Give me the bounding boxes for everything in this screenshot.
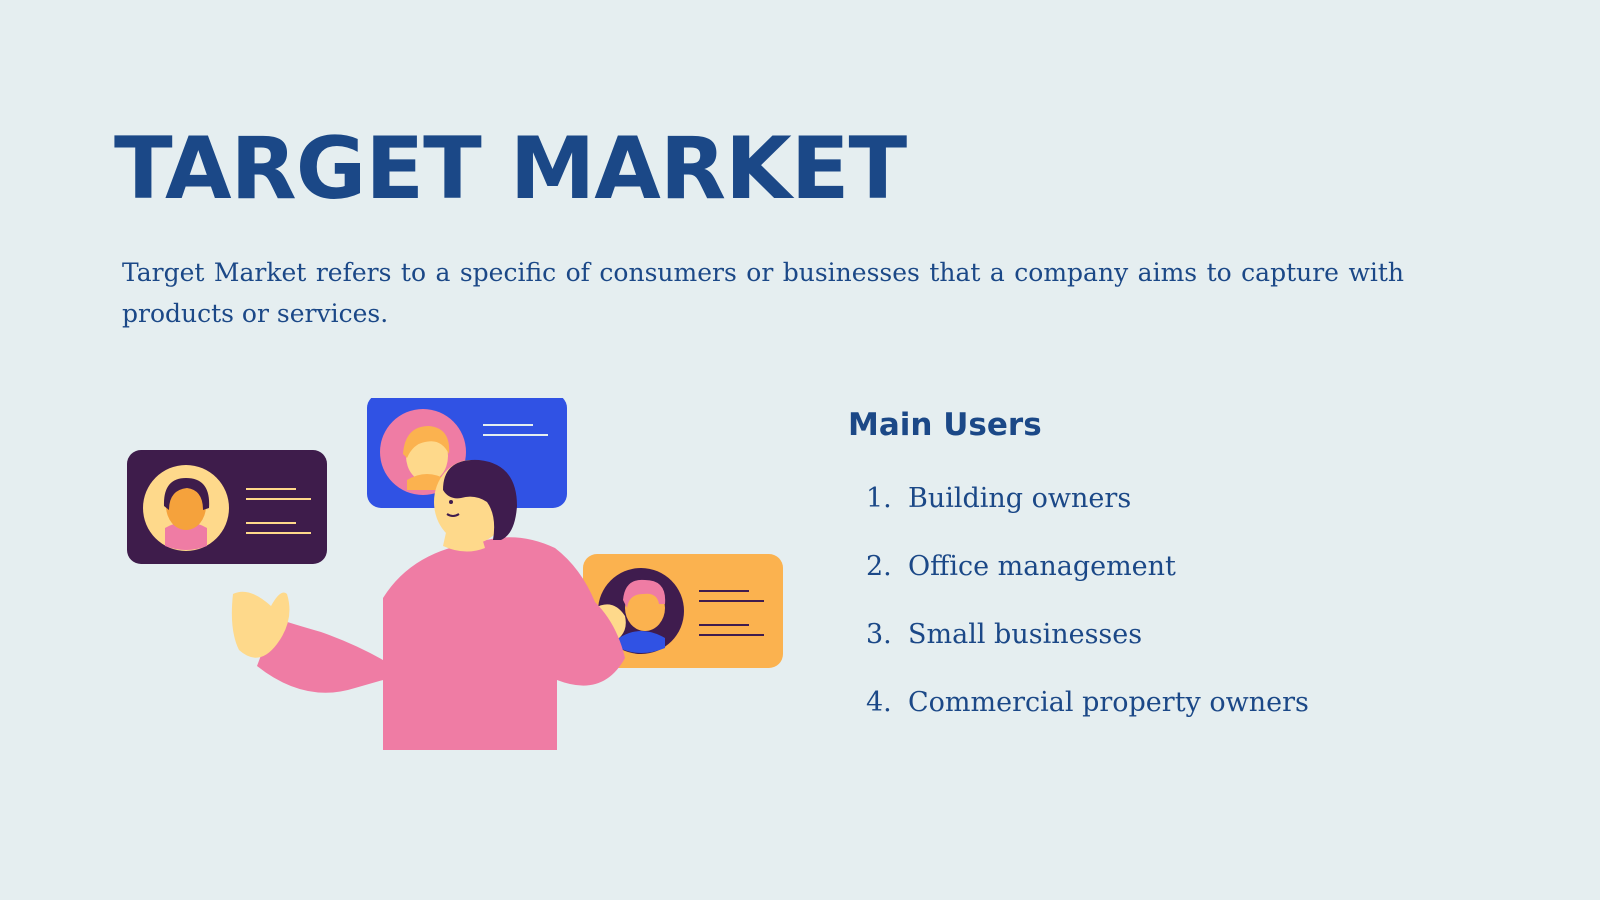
main-users-list: 1. Building owners 2. Office management 3.… — [866, 482, 1309, 754]
list-item-label: Office management — [908, 551, 1176, 582]
profile-card-purple — [127, 450, 327, 564]
list-item-label: Small businesses — [908, 619, 1143, 650]
list-item: 1. Building owners — [866, 482, 1309, 550]
list-item-number: 1. — [866, 483, 892, 514]
person-with-profile-cards-illustration — [127, 398, 783, 750]
list-item: 4. Commercial property owners — [866, 686, 1309, 754]
list-item: 3. Small businesses — [866, 618, 1309, 686]
profile-card-blue — [367, 398, 567, 508]
list-item-label: Building owners — [908, 483, 1132, 514]
list-item: 2. Office management — [866, 550, 1309, 618]
list-item-number: 3. — [866, 619, 892, 650]
person-figure — [231, 459, 626, 750]
list-item-number: 2. — [866, 551, 892, 582]
slide-description: Target Market refers to a specific of co… — [122, 258, 1404, 328]
list-item-number: 4. — [866, 687, 892, 718]
list-item-label: Commercial property owners — [908, 687, 1309, 718]
main-users-heading: Main Users — [848, 407, 1042, 443]
slide-title: TARGET MARKET — [114, 119, 907, 219]
